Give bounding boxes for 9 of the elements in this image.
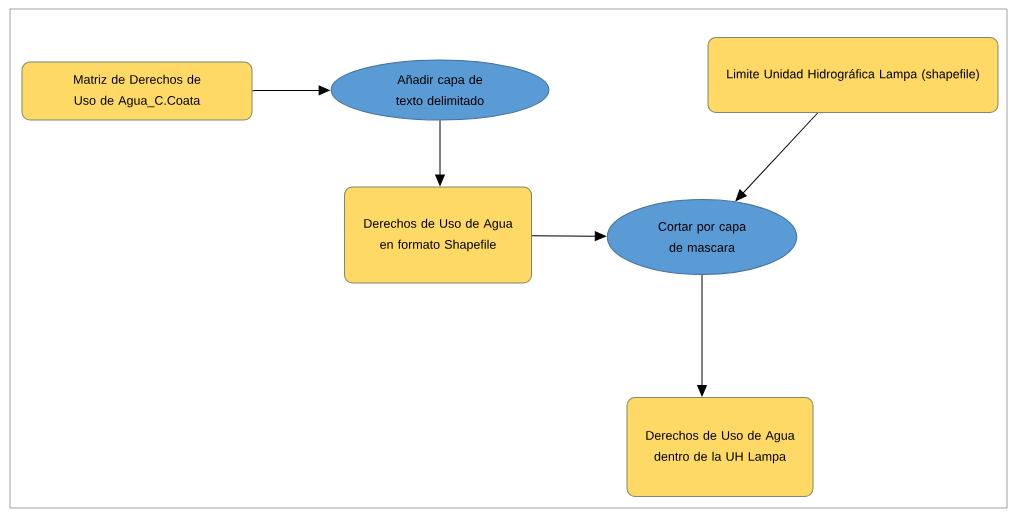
arrow	[735, 112, 819, 201]
process-box: Derechos de Uso de Agua en formato Shapefile	[344, 186, 532, 284]
process-box: Limite Unidad Hidrográfica Lampa (shapefile)	[707, 37, 999, 113]
arrow	[435, 120, 445, 186]
process-box: Matriz de Derechos de Uso de Agua_C.Coata	[21, 61, 253, 121]
arrow	[531, 231, 606, 242]
arrow	[697, 274, 707, 397]
arrow	[252, 85, 330, 96]
process-box: Derechos de Uso de Agua dentro de la UH Lampa	[626, 397, 814, 497]
